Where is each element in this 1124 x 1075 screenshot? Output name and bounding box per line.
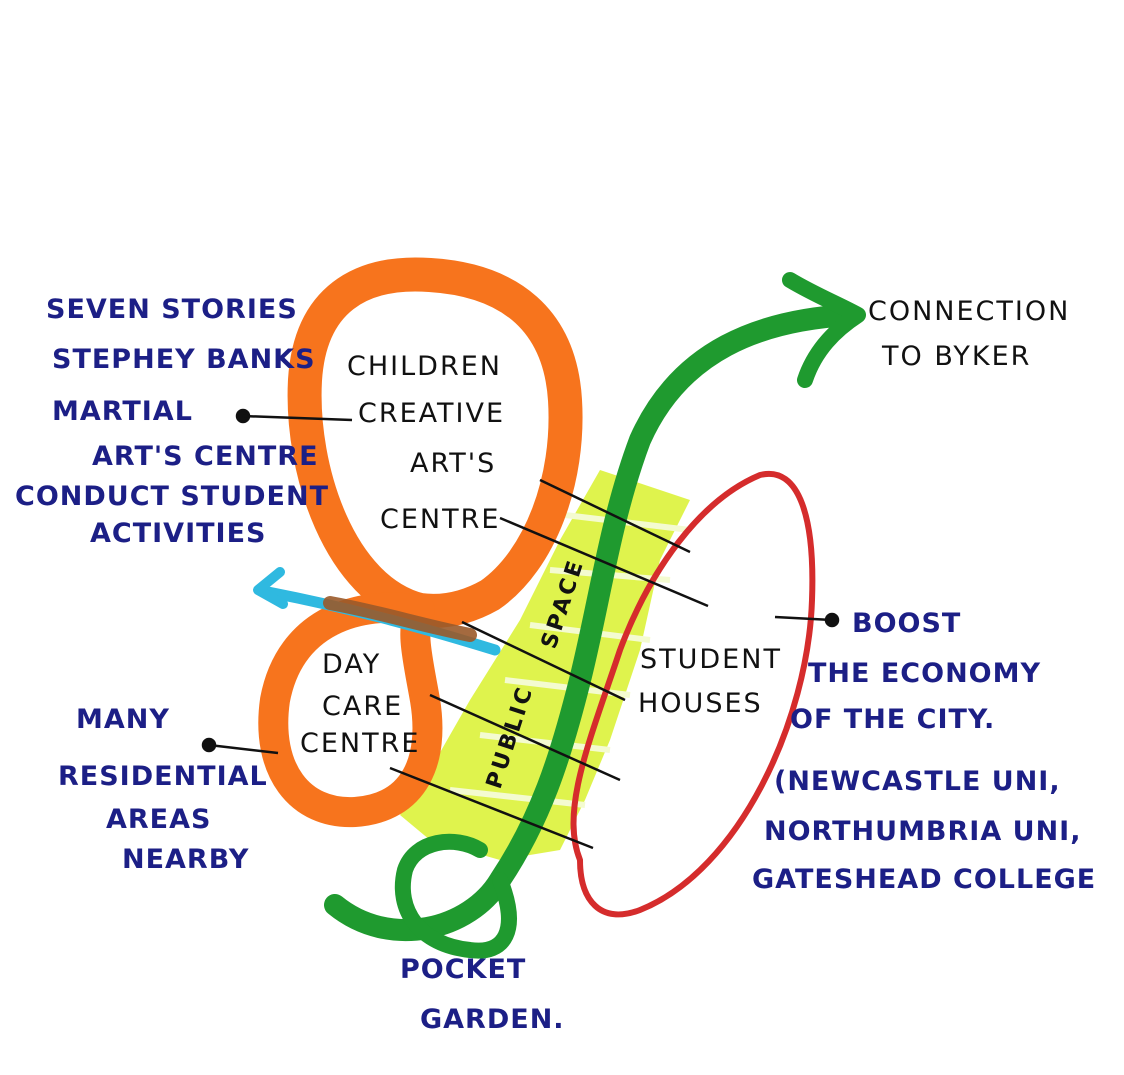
boost-leader (774, 615, 833, 622)
label-pocket: POCKET (400, 954, 526, 985)
daycare-leader-3 (389, 766, 594, 850)
label-day-centre: CENTRE (300, 728, 420, 759)
label-creative: CREATIVE (358, 398, 505, 429)
west-arrow-head (253, 567, 288, 609)
daycare-leader-2 (429, 693, 621, 782)
label-activities: ACTIVITIES (90, 518, 266, 549)
arts-centre-leader-2 (499, 516, 709, 608)
label-of-the-city: OF THE CITY. (790, 704, 995, 735)
boost-dot (824, 612, 840, 628)
martial-arts-leader (242, 414, 353, 422)
arts-centre-leader-1 (539, 478, 691, 554)
label-gateshead-college: GATESHEAD COLLEGE (752, 864, 1096, 895)
label-children: CHILDREN (347, 351, 502, 382)
student-houses-loop (570, 470, 816, 918)
children-centre-loop (287, 257, 583, 628)
stripe (449, 787, 586, 808)
label-newcastle-uni: (NEWCASTLE UNI, (774, 766, 1061, 797)
residential-leader (208, 743, 279, 755)
label-houses: HOUSES (638, 688, 763, 719)
label-stephey-banks: STEPHEY BANKS (52, 344, 316, 375)
pocket-garden-swirl (394, 833, 517, 959)
label-connection: CONNECTION (868, 296, 1070, 327)
label-arts-centre: ART'S CENTRE (92, 441, 319, 472)
label-nearby: NEARBY (122, 844, 249, 875)
day-care-loop (258, 592, 443, 828)
label-areas: AREAS (106, 804, 211, 835)
label-residential: RESIDENTIAL (58, 761, 268, 792)
label-to-byker: TO BYKER (881, 341, 1031, 372)
label-arts: ART'S (410, 448, 496, 479)
overlap-strip (323, 596, 477, 642)
label-conduct-student: CONDUCT STUDENT (15, 481, 329, 512)
label-centre: CENTRE (380, 504, 500, 535)
label-martial: MARTIAL (52, 396, 193, 427)
label-boost: BOOST (852, 608, 961, 639)
label-garden: GARDEN. (420, 1004, 565, 1035)
daycare-leader-1 (461, 620, 626, 702)
byker-connection-arrow (324, 272, 866, 942)
label-many: MANY (76, 704, 170, 735)
byker-arrow-shaft (324, 304, 861, 942)
byker-arrow-head (782, 272, 866, 388)
label-care: CARE (322, 691, 403, 722)
label-northumbria-uni: NORTHUMBRIA UNI, (764, 816, 1081, 847)
label-the-economy: THE ECONOMY (808, 658, 1041, 689)
label-student: STUDENT (640, 644, 782, 675)
leader-lines (201, 408, 840, 850)
label-seven-stories: SEVEN STORIES (46, 294, 298, 325)
label-day: DAY (322, 649, 381, 680)
